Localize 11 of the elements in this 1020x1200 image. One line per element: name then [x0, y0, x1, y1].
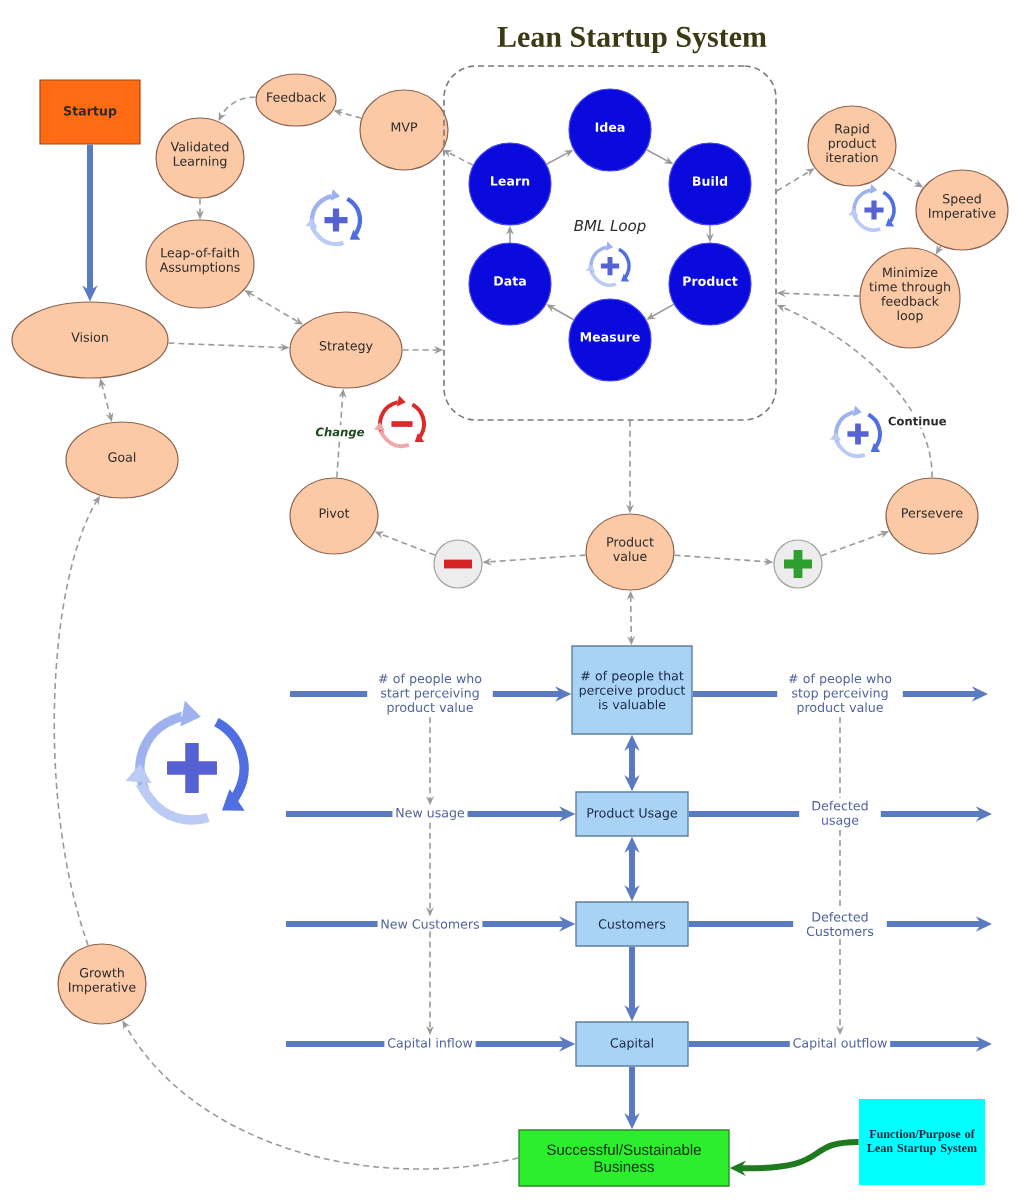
line: [688, 921, 794, 927]
line: [286, 921, 378, 927]
line: [290, 691, 368, 697]
dashed-line: [839, 829, 841, 910]
line: [692, 691, 778, 697]
dashed-line: [839, 716, 841, 799]
line: [286, 811, 393, 817]
line: [688, 811, 800, 817]
line: [286, 1041, 385, 1047]
title: Lean Startup System: [497, 26, 767, 54]
line: [688, 1041, 790, 1047]
